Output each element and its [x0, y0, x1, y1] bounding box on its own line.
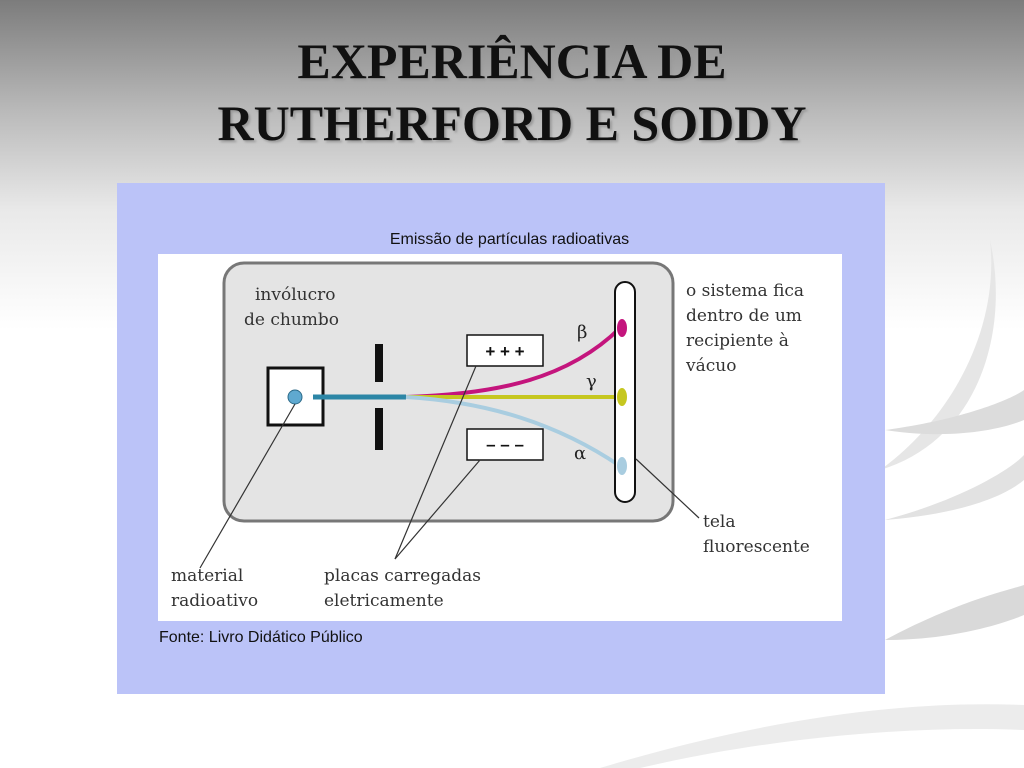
charged-plates-label: placas carregadas eletricamente	[324, 566, 486, 611]
negative-plate-label: – – –	[486, 435, 524, 454]
positive-plate	[466, 334, 544, 367]
figure-panel: Emissão de partículas radioativas	[117, 183, 885, 694]
beta-spot	[617, 319, 627, 337]
leader-screen	[635, 458, 700, 519]
gamma-label: γ	[586, 371, 597, 392]
slide-title-line-2: RUTHERFORD E SODDY	[217, 95, 807, 151]
vacuum-note-label: o sistema fica dentro de um recipiente à…	[685, 281, 809, 376]
leader-plate-negative	[394, 459, 481, 560]
lead-casing-label: invólucro de chumbo	[244, 285, 341, 330]
slide-title: EXPERIÊNCIA DE RUTHERFORD E SODDY	[0, 30, 1024, 154]
slide-title-line-1: EXPERIÊNCIA DE	[297, 33, 727, 89]
gamma-spot	[617, 388, 627, 406]
rutherford-soddy-diagram: + + + – – – β γ α invólucro de chumbo o …	[158, 254, 842, 621]
positive-plate-label: + + +	[485, 342, 524, 361]
figure-caption: Emissão de partículas radioativas	[389, 231, 630, 248]
lead-enclosure	[222, 261, 675, 523]
figure-source: Fonte: Livro Didático Público	[159, 629, 363, 646]
leader-material	[199, 403, 296, 569]
radioactive-sample	[287, 389, 303, 405]
alpha-ray	[405, 395, 622, 468]
alpha-spot	[617, 457, 627, 475]
leader-plate-positive	[394, 365, 477, 560]
beta-label: β	[577, 322, 587, 343]
radioactive-material-label: material radioativo	[171, 566, 258, 611]
fluorescent-screen-label: tela fluorescente	[703, 512, 810, 557]
alpha-label: α	[574, 443, 586, 464]
negative-plate	[466, 428, 544, 461]
